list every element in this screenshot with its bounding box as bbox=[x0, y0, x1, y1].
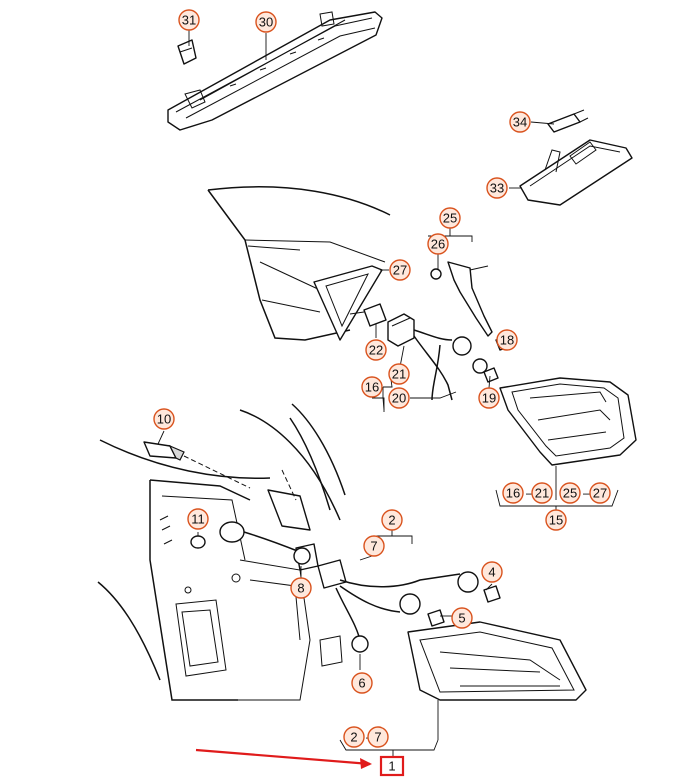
callout-33-label: 33 bbox=[490, 181, 504, 196]
callout-30-label: 30 bbox=[259, 15, 273, 30]
callout-25-label: 25 bbox=[443, 211, 457, 226]
callout-8-label: 8 bbox=[297, 581, 304, 596]
range-bottom-7-label: 7 bbox=[374, 730, 381, 745]
mounting-clip bbox=[177, 39, 197, 65]
socket-10 bbox=[143, 441, 251, 489]
inner-tail-lamp bbox=[499, 377, 637, 466]
connector-22 bbox=[349, 303, 387, 327]
festoon-bulb bbox=[547, 109, 589, 133]
callout-15-label: 15 bbox=[549, 513, 563, 528]
callout-16-label: 16 bbox=[365, 380, 379, 395]
callout-34: 34 bbox=[509, 111, 531, 133]
highlighted-part-1[interactable]: 1 bbox=[379, 755, 405, 777]
wiring-harness-lower bbox=[219, 469, 461, 641]
callout-20-label: 20 bbox=[392, 391, 406, 406]
range-dash-1: – bbox=[526, 486, 534, 501]
callout-20: 20 bbox=[388, 387, 410, 409]
callout-22: 22 bbox=[365, 339, 387, 361]
callout-6: 6 bbox=[351, 672, 373, 694]
callout-33: 33 bbox=[486, 177, 508, 199]
callout-5: 5 bbox=[451, 607, 473, 629]
license-plate-lamp bbox=[519, 139, 633, 206]
callout-27-label: 27 bbox=[393, 263, 407, 278]
callout-2: 2 bbox=[381, 509, 403, 531]
callout-26: 26 bbox=[427, 233, 449, 255]
bulb-socket-6 bbox=[351, 635, 369, 653]
callout-5-label: 5 bbox=[458, 611, 465, 626]
callout-19: 19 bbox=[478, 387, 500, 409]
callout-22-label: 22 bbox=[369, 343, 383, 358]
callout-16: 16 bbox=[361, 376, 383, 398]
callout-34-label: 34 bbox=[513, 115, 527, 130]
callout-4: 4 bbox=[481, 561, 503, 583]
callout-11: 11 bbox=[187, 508, 209, 530]
range-27-label: 27 bbox=[593, 486, 607, 501]
grommet-11 bbox=[190, 535, 206, 549]
callout-26-label: 26 bbox=[431, 237, 445, 252]
range-bottom-2-label: 2 bbox=[350, 730, 357, 745]
callout-8: 8 bbox=[290, 577, 312, 599]
range-21-label: 21 bbox=[535, 486, 549, 501]
callout-31: 31 bbox=[178, 9, 200, 31]
callout-21: 21 bbox=[388, 363, 410, 385]
bulb-socket-5 bbox=[399, 593, 445, 627]
callout-10-label: 10 bbox=[157, 412, 171, 427]
highlight-arrow bbox=[195, 748, 372, 769]
callout-11-label: 11 bbox=[191, 512, 205, 527]
callout-range-bottom: 2 – 7 bbox=[343, 726, 389, 748]
outer-tail-lamp bbox=[407, 621, 587, 701]
highlighted-part-1-label: 1 bbox=[388, 759, 395, 774]
callout-10: 10 bbox=[153, 408, 175, 430]
callout-7: 7 bbox=[363, 535, 385, 557]
wiring-harness-upper bbox=[387, 313, 513, 401]
range-dash-2: – bbox=[583, 486, 591, 501]
callout-21-label: 21 bbox=[392, 367, 406, 382]
range-16-label: 16 bbox=[506, 486, 520, 501]
callout-6-label: 6 bbox=[358, 676, 365, 691]
bulb-holder-bracket bbox=[313, 265, 383, 341]
callout-18: 18 bbox=[496, 329, 518, 351]
callout-15: 15 bbox=[545, 509, 567, 531]
rear-quarter-panel bbox=[97, 403, 346, 701]
bulb-socket-4 bbox=[457, 571, 501, 603]
callout-27: 27 bbox=[389, 259, 411, 281]
mounting-bracket bbox=[430, 261, 493, 337]
callout-18-label: 18 bbox=[500, 333, 514, 348]
callout-25: 25 bbox=[439, 207, 461, 229]
callout-31-label: 31 bbox=[182, 13, 196, 28]
range-25-label: 25 bbox=[563, 486, 577, 501]
callout-30: 30 bbox=[255, 11, 277, 33]
callout-2-label: 2 bbox=[388, 513, 395, 528]
callout-range-15: 16 – 21 25 – 27 bbox=[502, 482, 611, 504]
callout-4-label: 4 bbox=[488, 565, 495, 580]
callout-7-label: 7 bbox=[370, 539, 377, 554]
callout-19-label: 19 bbox=[482, 391, 496, 406]
high-mount-brake-light bbox=[167, 11, 383, 131]
tailgate-outline bbox=[207, 186, 391, 341]
